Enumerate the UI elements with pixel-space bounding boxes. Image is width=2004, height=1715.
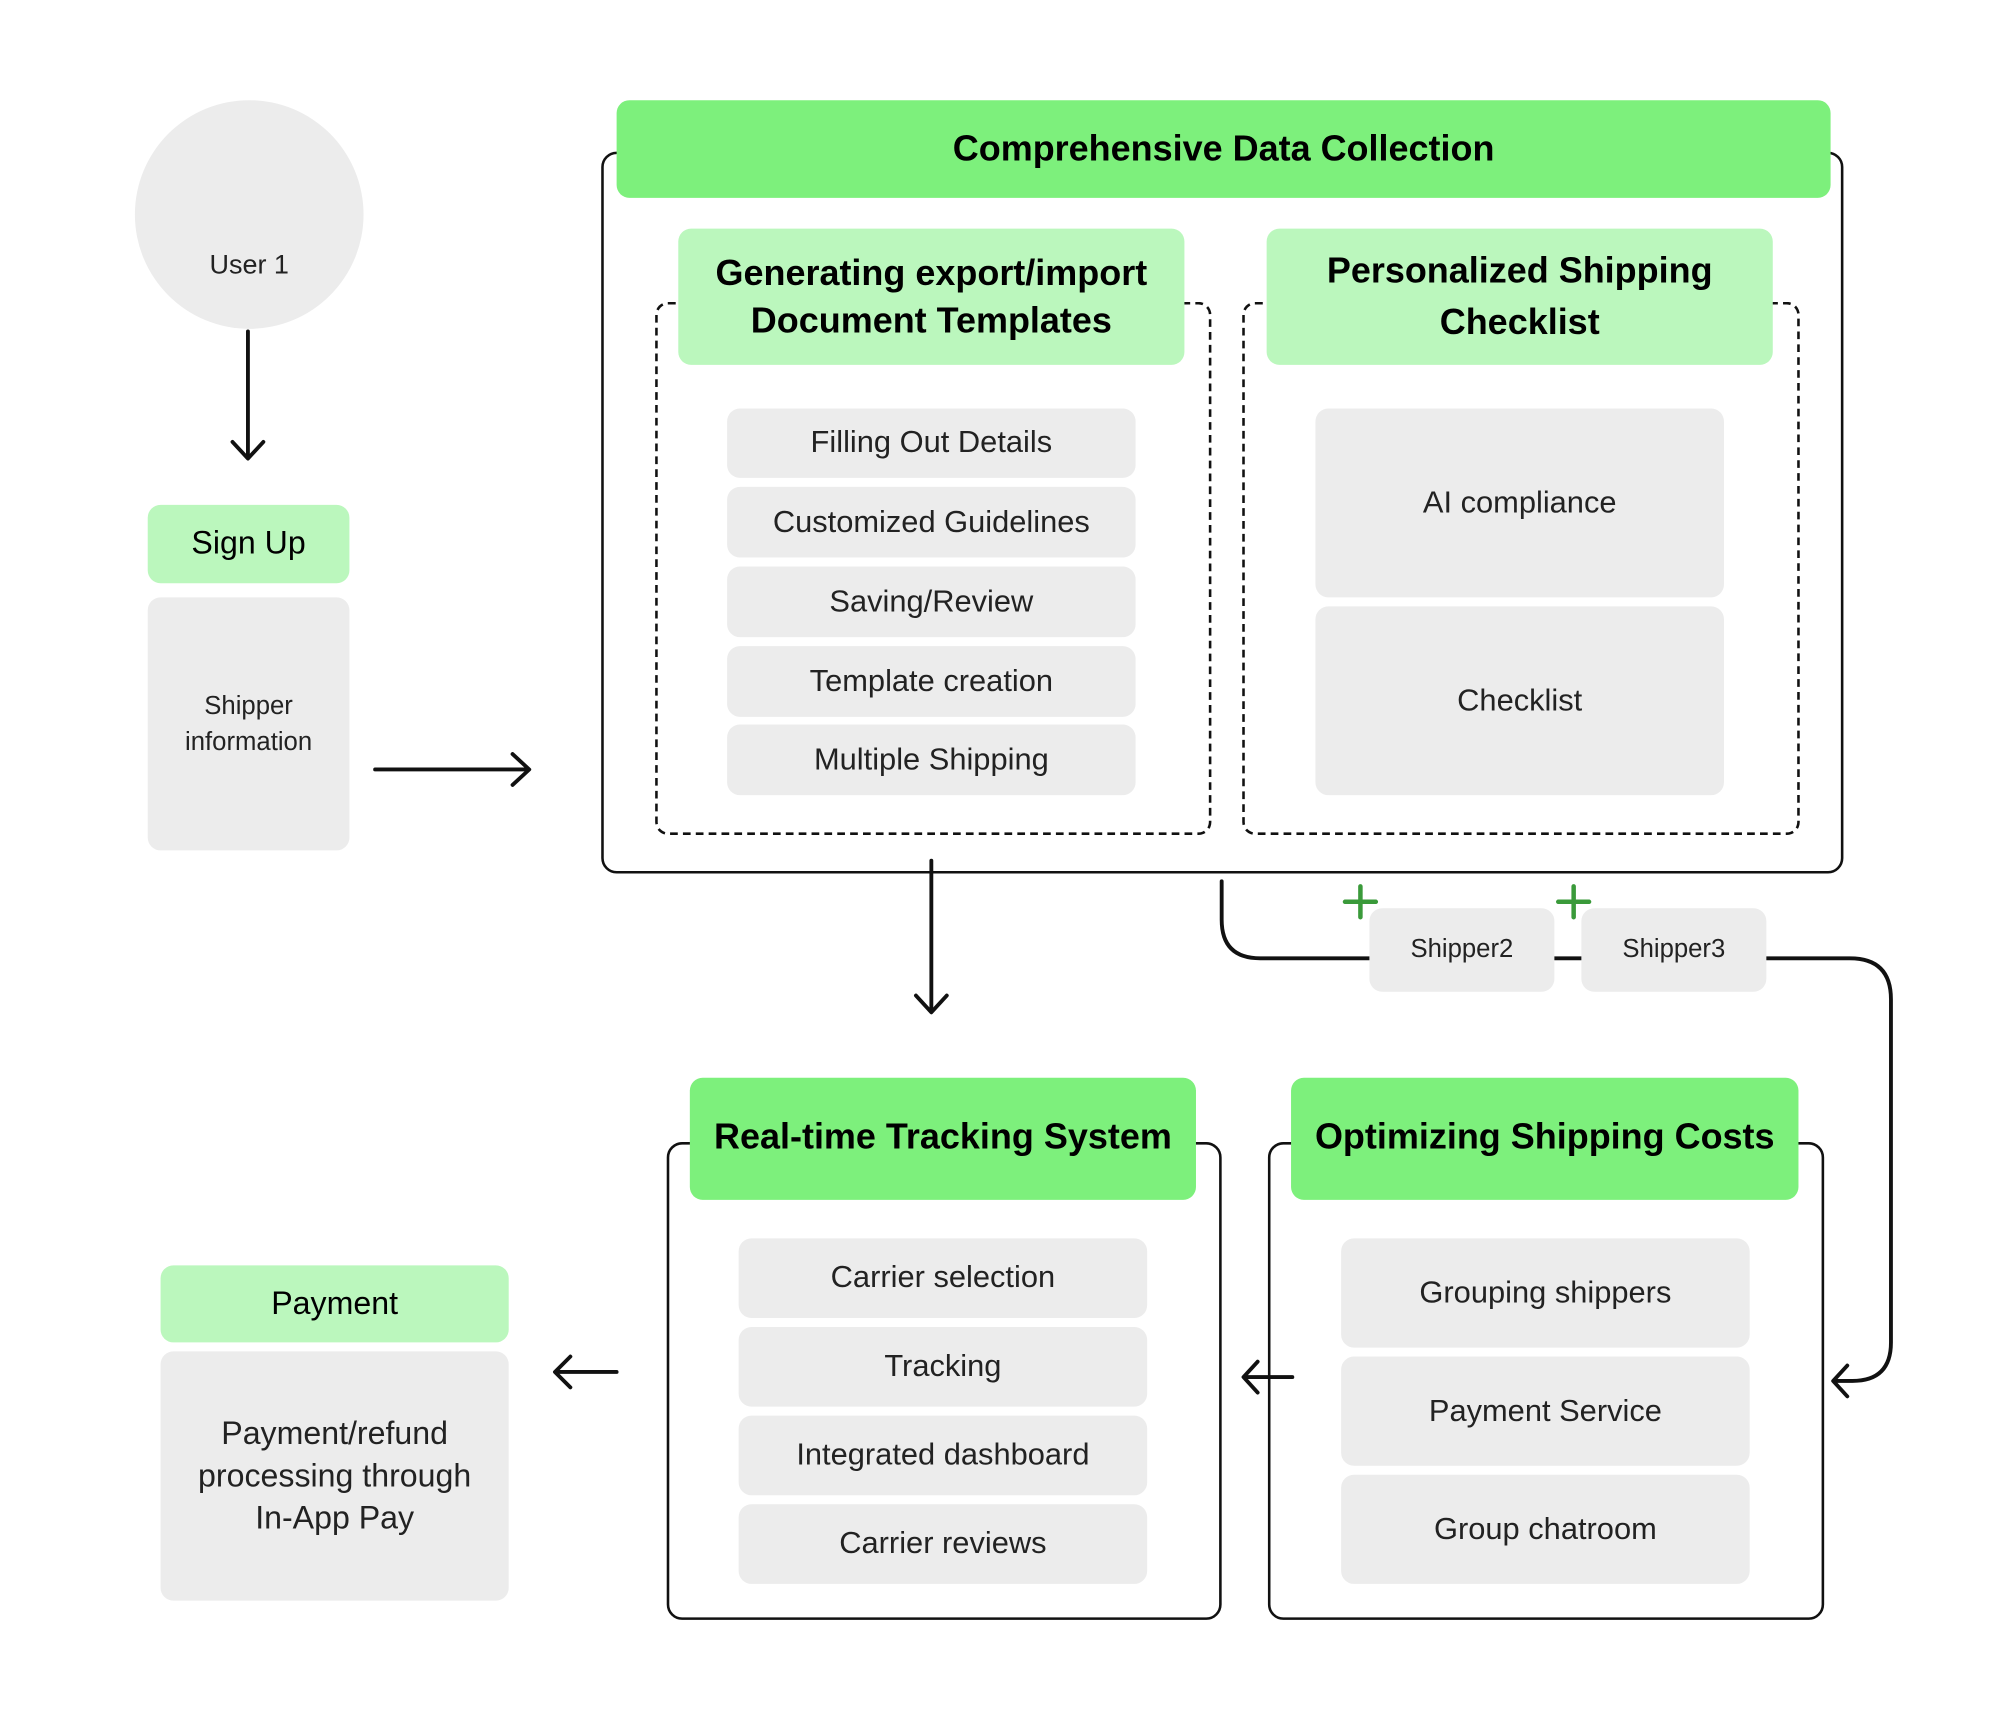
signup-header[interactable]: Sign Up <box>147 504 350 584</box>
templates-title: Generating export/import Document Templa… <box>715 253 1148 341</box>
optimizing-item-label: Grouping shippers <box>1419 1274 1672 1310</box>
tracking-item[interactable]: Carrier selection <box>738 1238 1148 1319</box>
tracking-item-label: Tracking <box>884 1348 1002 1384</box>
template-item-label: Filling Out Details <box>810 425 1053 460</box>
shipper-chip-label: Shipper2 <box>1410 935 1514 964</box>
signup-body[interactable]: Shipper information <box>147 597 350 851</box>
tracking-item[interactable]: Integrated dashboard <box>738 1415 1148 1496</box>
tracking-item-label: Integrated dashboard <box>796 1437 1090 1473</box>
checklist-title: Personalized Shipping Checklist <box>1326 250 1713 342</box>
arrow-collection-to-tracking <box>914 858 949 1015</box>
optimizing-item[interactable]: Payment Service <box>1341 1356 1750 1466</box>
tracking-header[interactable]: Real-time Tracking System <box>689 1077 1196 1200</box>
optimizing-header[interactable]: Optimizing Shipping Costs <box>1291 1077 1799 1200</box>
template-item[interactable]: Multiple Shipping <box>727 724 1136 796</box>
template-item-label: Saving/Review <box>829 583 1034 619</box>
payment-header[interactable]: Payment <box>160 1265 509 1343</box>
checklist-header[interactable]: Personalized Shipping Checklist <box>1266 228 1773 365</box>
template-item-label: Multiple Shipping <box>813 741 1049 777</box>
shipper-chip[interactable]: Shipper2 <box>1369 908 1555 992</box>
checklist-item[interactable]: AI compliance <box>1315 408 1724 598</box>
template-item[interactable]: Customized Guidelines <box>727 486 1136 558</box>
optimizing-item-label: Payment Service <box>1428 1393 1662 1428</box>
checklist-item[interactable]: Checklist <box>1315 606 1724 796</box>
tracking-item-label: Carrier reviews <box>839 1526 1047 1561</box>
signup-title: Sign Up <box>191 525 306 562</box>
tracking-title: Real-time Tracking System <box>714 1115 1172 1156</box>
arrowhead-into-optimizing <box>1831 1363 1850 1399</box>
shipper-connector-line <box>1219 879 1893 1383</box>
arrow-tracking-to-payment <box>553 1354 619 1390</box>
tracking-item[interactable]: Tracking <box>738 1327 1148 1407</box>
template-item-label: Customized Guidelines <box>772 504 1090 539</box>
template-item-label: Template creation <box>809 663 1054 699</box>
signup-body-text: Shipper information <box>185 691 313 756</box>
shipper-chip[interactable]: Shipper3 <box>1581 908 1767 992</box>
user-node[interactable]: User 1 <box>134 100 364 329</box>
optimizing-item[interactable]: Group chatroom <box>1341 1474 1750 1584</box>
template-item[interactable]: Saving/Review <box>727 566 1136 638</box>
arrow-user-to-signup <box>230 329 266 461</box>
template-item[interactable]: Template creation <box>727 646 1136 717</box>
user-label: User 1 <box>209 250 289 281</box>
template-item[interactable]: Filling Out Details <box>727 408 1136 478</box>
optimizing-item[interactable]: Grouping shippers <box>1341 1238 1750 1348</box>
payment-title: Payment <box>271 1285 399 1322</box>
plus-icon[interactable] <box>1555 884 1592 920</box>
payment-body-text: Payment/refund processing through In-App… <box>198 1415 472 1536</box>
shipper-chip-label: Shipper3 <box>1622 935 1726 964</box>
tracking-item[interactable]: Carrier reviews <box>738 1504 1148 1584</box>
optimizing-title: Optimizing Shipping Costs <box>1314 1115 1775 1156</box>
data-collection-header[interactable]: Comprehensive Data Collection <box>616 100 1831 198</box>
arrow-signup-to-collection <box>373 752 532 787</box>
templates-header[interactable]: Generating export/import Document Templa… <box>678 228 1185 365</box>
checklist-item-label: AI compliance <box>1422 484 1617 520</box>
checklist-item-label: Checklist <box>1457 682 1583 718</box>
payment-body[interactable]: Payment/refund processing through In-App… <box>160 1351 509 1601</box>
tracking-item-label: Carrier selection <box>830 1260 1056 1295</box>
data-collection-title: Comprehensive Data Collection <box>952 128 1495 169</box>
plus-icon[interactable] <box>1342 884 1379 920</box>
optimizing-item-label: Group chatroom <box>1433 1511 1657 1547</box>
